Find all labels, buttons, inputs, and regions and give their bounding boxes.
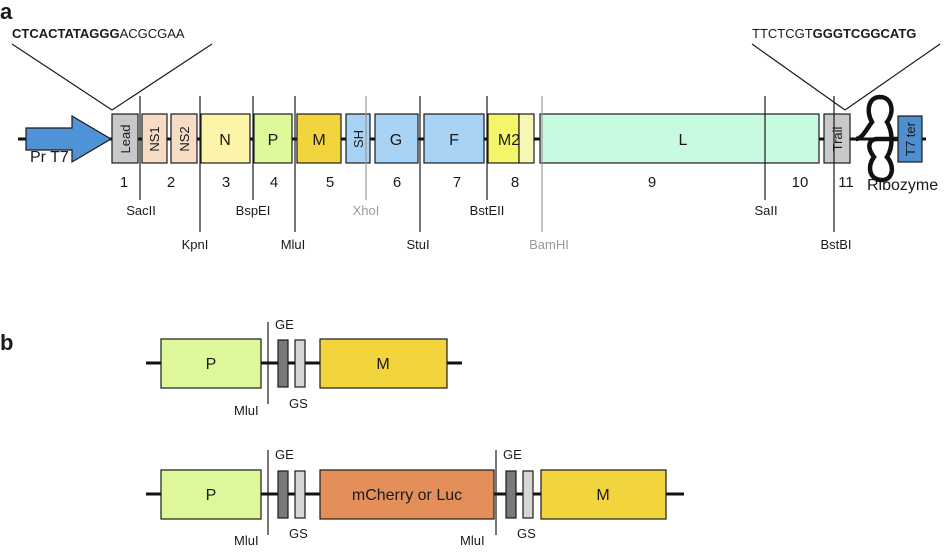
panel-label-a: a — [0, 0, 13, 24]
gene-ns2-label: NS2 — [177, 126, 192, 151]
construct-top-gs — [294, 339, 306, 388]
callout-left-a — [11, 43, 113, 111]
site-label-sali: SaII — [754, 203, 777, 218]
construct-bottom-ge-label-1: GE — [275, 447, 294, 462]
ribozyme-shape — [855, 94, 900, 183]
segment-number-5: 5 — [326, 174, 334, 191]
segment-number-1: 1 — [120, 174, 128, 191]
segment-number-11: 11 — [838, 174, 854, 191]
gene-m-label: M — [312, 132, 325, 149]
segment-number-9: 9 — [648, 174, 656, 191]
construct-top-p-label: P — [206, 356, 217, 373]
gene-l-label: L — [679, 132, 688, 149]
segment-number-3: 3 — [222, 174, 230, 191]
construct-top-m: M — [319, 338, 448, 389]
t7-terminator: T7 ter — [897, 115, 923, 163]
gene-g: G — [374, 113, 419, 164]
segment-number-6: 6 — [393, 174, 401, 191]
gene-lead: Lead — [111, 113, 139, 164]
site-label-mlui: MluI — [281, 237, 306, 252]
sequence-right-normal: TTCTCGT — [752, 26, 813, 41]
gene-n-label: N — [219, 132, 231, 149]
site-label-xhoi: XhoI — [353, 203, 380, 218]
gene-sh-label: SH — [351, 130, 366, 148]
construct-top-ge-label: GE — [275, 317, 294, 332]
gene-ns1-label: NS1 — [147, 126, 162, 151]
gene-m2: M2 — [487, 113, 535, 164]
construct-bottom-gs-label-2: GS — [517, 526, 536, 541]
gene-l: L — [539, 113, 820, 164]
construct-top-ge — [277, 339, 289, 388]
sequence-left: CTCACTATAGGGACGCGAA — [12, 26, 185, 41]
panel-label-b: b — [0, 330, 13, 355]
construct-bottom-ge-1 — [277, 470, 289, 519]
gene-f: F — [423, 113, 485, 164]
site-label-stui: StuI — [406, 237, 429, 252]
gene-n: N — [200, 113, 251, 164]
construct-bottom-p-label: P — [206, 487, 217, 504]
gene-f-label: F — [449, 132, 459, 149]
segment-number-4: 4 — [270, 174, 278, 191]
site-label-kpni: KpnI — [182, 237, 209, 252]
t7-terminator-label: T7 ter — [903, 121, 918, 156]
site-label-bstbi: BstBI — [820, 237, 851, 252]
construct-bottom-p: P — [160, 469, 262, 520]
construct-bottom-site-label-1: MluI — [234, 533, 259, 548]
construct-bottom-m: M — [540, 469, 667, 520]
segment-number-8: 8 — [511, 174, 519, 191]
gene-trail-label: Trail — [830, 126, 845, 151]
site-label-sacii: SacII — [126, 203, 156, 218]
segment-number-10: 10 — [792, 174, 809, 191]
construct-top-gs-label: GS — [289, 396, 308, 411]
site-label-bsteii: BstEII — [470, 203, 505, 218]
site-label-bspei: BspEI — [236, 203, 271, 218]
sequence-left-bold: CTCACTATAGGG — [12, 26, 120, 41]
construct-bottom-gs-2 — [522, 470, 534, 519]
callout-right-a — [751, 43, 846, 111]
construct-top-p: P — [160, 338, 262, 389]
construct-bottom-ge-2 — [505, 470, 517, 519]
gene-m: M — [296, 113, 342, 164]
gene-lead-label: Lead — [118, 125, 133, 154]
gene-ns2: NS2 — [170, 113, 198, 164]
construct-bottom-insert: mCherry or Luc — [319, 469, 495, 520]
sequence-right-bold: GGGTCGGCATG — [813, 26, 917, 41]
construct-bottom-ge-label-2: GE — [503, 447, 522, 462]
callout-left-b — [111, 43, 213, 111]
gene-p-label: P — [268, 132, 279, 149]
construct-bottom-insert-label: mCherry or Luc — [352, 487, 462, 504]
construct-bottom-m-label: M — [596, 487, 609, 504]
construct-bottom-gs-label-1: GS — [289, 526, 308, 541]
promoter-arrow — [25, 114, 113, 164]
segment-number-7: 7 — [453, 174, 461, 191]
gene-ns1: NS1 — [141, 113, 168, 164]
sequence-right: TTCTCGTGGGTCGGCATG — [752, 26, 916, 41]
sequence-left-normal: ACGCGAA — [120, 26, 185, 41]
construct-bottom-site-label-2: MluI — [460, 533, 485, 548]
construct-bottom-gs-1 — [294, 470, 306, 519]
site-label-bamhi: BamHI — [529, 237, 569, 252]
promoter-label: Pr T7 — [30, 149, 69, 166]
ribozyme-label: Ribozyme — [867, 177, 938, 194]
callout-right-b — [844, 43, 941, 111]
gene-g-label: G — [390, 132, 402, 149]
construct-top-m-label: M — [376, 356, 389, 373]
construct-top-site-label: MluI — [234, 403, 259, 418]
segment-number-2: 2 — [167, 174, 175, 191]
gene-p: P — [253, 113, 293, 164]
gene-trail: Trail — [823, 113, 851, 164]
gene-m2-label: M2 — [498, 132, 520, 149]
